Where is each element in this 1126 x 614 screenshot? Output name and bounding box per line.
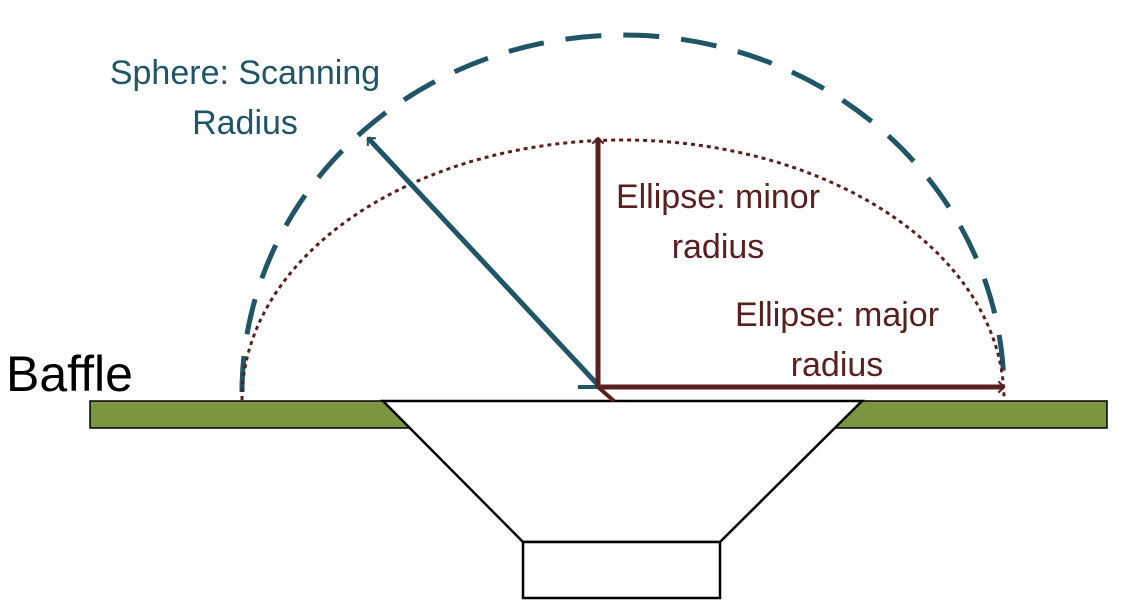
origin-tick — [596, 385, 616, 403]
minor-label-line1: Ellipse: minor — [615, 178, 821, 216]
minor-label-line2: radius — [671, 228, 765, 266]
sphere-label-line1: Sphere: Scanning — [109, 54, 381, 92]
major-radius-label: Ellipse: major radius — [712, 290, 962, 390]
sphere-label: Sphere: Scanning Radius — [90, 48, 400, 148]
minor-radius-label: Ellipse: minor radius — [598, 172, 838, 272]
baffle-label: Baffle — [6, 346, 133, 402]
speaker-magnet — [521, 540, 722, 600]
sphere-scan-arc — [239, 32, 1007, 393]
speaker-cone — [379, 399, 866, 544]
major-label-line2: radius — [790, 346, 884, 384]
sphere-radius-arrow — [366, 136, 600, 387]
sphere-label-line2: Radius — [192, 104, 298, 142]
major-label-line1: Ellipse: major — [734, 296, 940, 334]
ellipse-arc — [240, 138, 1006, 401]
